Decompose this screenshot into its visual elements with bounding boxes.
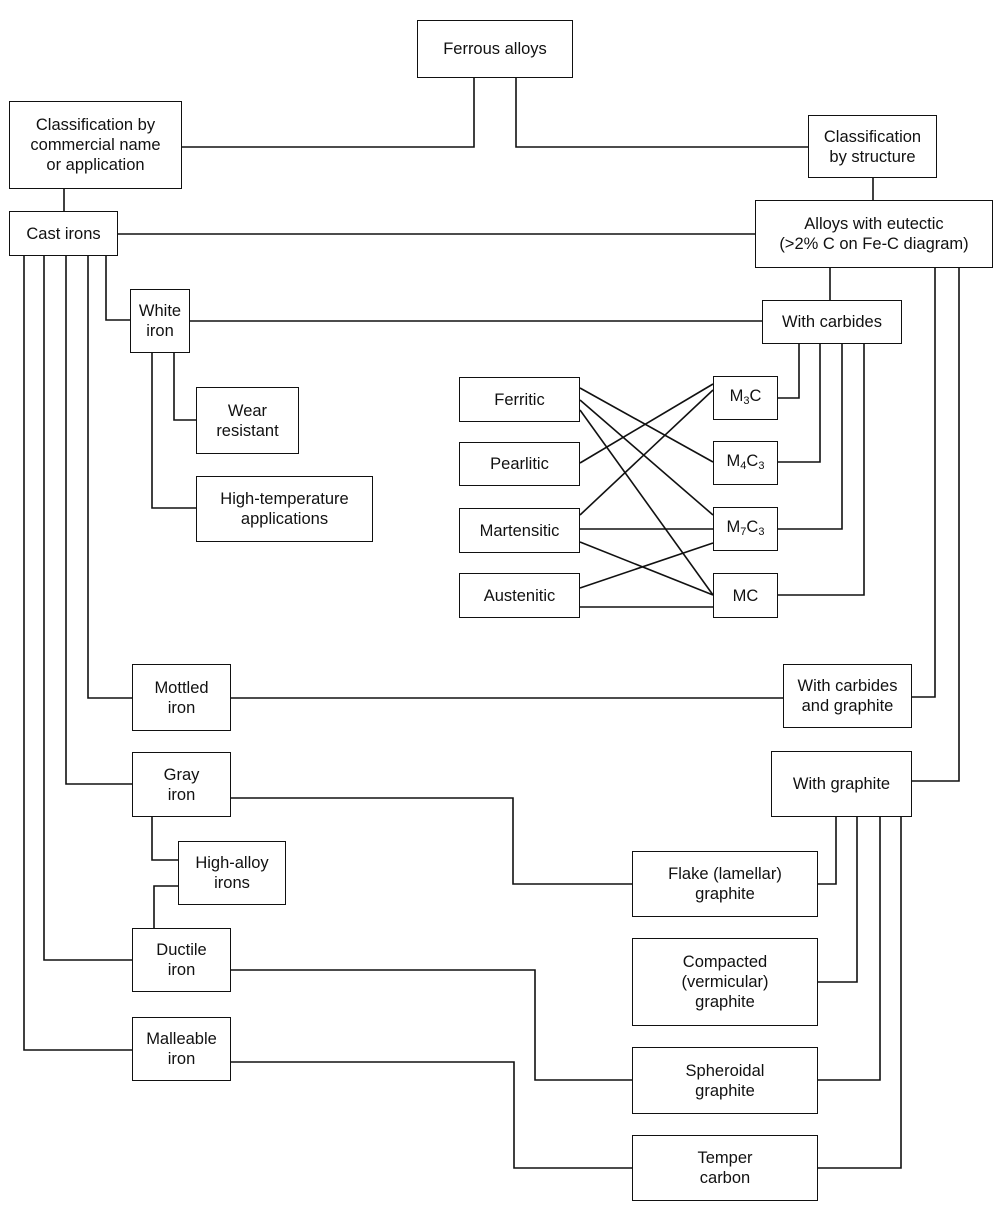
link-martensitic-m3c (579, 389, 714, 516)
link-ferritic-m7c3 (579, 399, 714, 516)
link-carbides-to-m4c3 (778, 344, 821, 463)
node-white-iron: White iron (130, 289, 190, 353)
link-castirons-to-ductile (43, 256, 132, 961)
node-cast-irons: Cast irons (9, 211, 118, 256)
link-carbides-to-m7c3 (778, 344, 843, 530)
link-graphite-to-flake (818, 817, 837, 885)
link-castirons-to-mottled (87, 256, 132, 699)
m7c3-label: M7C3 (726, 517, 765, 538)
node-mottled-iron: Mottled iron (132, 664, 231, 731)
link-martensitic-mc (579, 541, 714, 596)
node-m7c3: M7C3 (713, 507, 778, 551)
link-gray-to-flake (231, 797, 632, 885)
node-spheroidal-graphite: Spheroidal graphite (632, 1047, 818, 1114)
link-carbides-to-mc (778, 344, 865, 596)
link-eutectic-to-carbides-graphite (912, 268, 936, 698)
link-austenitic-m7c3 (579, 542, 714, 589)
link-carbides-to-m3c (778, 344, 800, 399)
node-m4c3: M4C3 (713, 441, 778, 485)
node-high-alloy-irons: High-alloy irons (178, 841, 286, 905)
link-malleable-to-temper (231, 1061, 632, 1169)
node-pearlitic: Pearlitic (459, 442, 580, 486)
link-ferritic-mc (579, 409, 714, 596)
node-compacted-graphite: Compacted (vermicular) graphite (632, 938, 818, 1026)
node-ferritic: Ferritic (459, 377, 580, 422)
link-castirons-to-gray (65, 256, 132, 785)
link-ferrous-to-commercial (182, 78, 475, 148)
node-high-temperature-applications: High-temperature applications (196, 476, 373, 542)
link-graphite-to-compacted (818, 817, 858, 983)
link-ferritic-m4c3 (579, 387, 714, 463)
link-gray-to-highalloy (151, 817, 178, 861)
link-white-to-hightemp (151, 353, 196, 509)
node-with-carbides: With carbides (762, 300, 902, 344)
node-ferrous-alloys: Ferrous alloys (417, 20, 573, 78)
link-castirons-to-malleable (23, 256, 132, 1051)
link-graphite-to-spheroidal (818, 817, 881, 1081)
link-eutectic-to-graphite (912, 268, 960, 782)
m3c-label: M3C (729, 386, 762, 407)
node-martensitic: Martensitic (459, 508, 580, 553)
node-m3c: M3C (713, 376, 778, 420)
node-with-graphite: With graphite (771, 751, 912, 817)
node-flake-graphite: Flake (lamellar) graphite (632, 851, 818, 917)
node-ductile-iron: Ductile iron (132, 928, 231, 992)
node-with-carbides-and-graphite: With carbides and graphite (783, 664, 912, 728)
link-graphite-to-temper (818, 817, 902, 1169)
link-pearlitic-m3c (579, 383, 714, 464)
node-alloys-eutectic: Alloys with eutectic (>2% C on Fe-C diag… (755, 200, 993, 268)
node-mc: MC (713, 573, 778, 618)
node-malleable-iron: Malleable iron (132, 1017, 231, 1081)
node-austenitic: Austenitic (459, 573, 580, 618)
m4c3-label: M4C3 (726, 451, 765, 472)
link-castirons-to-white (105, 256, 130, 321)
link-white-to-wear (173, 353, 196, 421)
node-wear-resistant: Wear resistant (196, 387, 299, 454)
link-ductile-to-spheroidal (231, 969, 632, 1081)
node-temper-carbon: Temper carbon (632, 1135, 818, 1201)
node-classification-commercial: Classification by commercial name or app… (9, 101, 182, 189)
link-highalloy-to-ductile (153, 885, 178, 928)
link-ferrous-to-structure (515, 78, 808, 148)
node-gray-iron: Gray iron (132, 752, 231, 817)
node-classification-structure: Classification by structure (808, 115, 937, 178)
